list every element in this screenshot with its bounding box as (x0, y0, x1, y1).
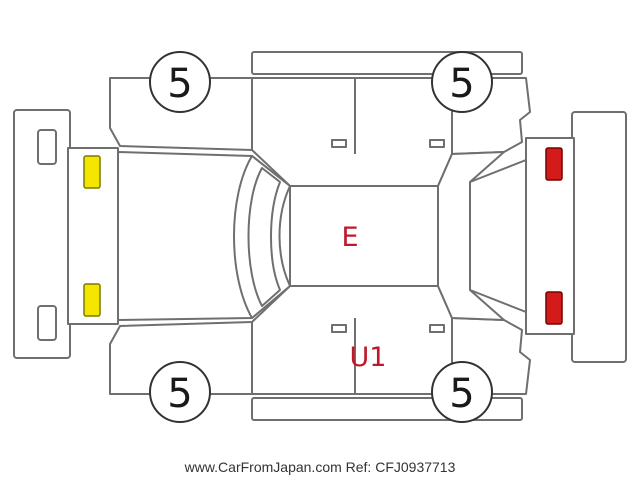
tire-front-right: 5 (149, 361, 211, 423)
roof-condition-mark: E (341, 222, 358, 253)
headlight-bottom (83, 283, 101, 317)
roof-panel (289, 185, 439, 287)
headlight-top (83, 155, 101, 189)
hood-and-glass (117, 151, 527, 321)
tire-tread-value: 5 (449, 371, 474, 417)
tire-tread-value: 5 (167, 61, 192, 107)
front-bumper (13, 109, 71, 359)
tire-rear-right: 5 (431, 361, 493, 423)
lower-side-panel (109, 285, 531, 395)
tire-front-left: 5 (149, 51, 211, 113)
taillight-bottom (545, 291, 563, 325)
lower-door-condition-mark: U1 (350, 342, 387, 373)
rear-bumper (571, 111, 627, 363)
taillight-top (545, 147, 563, 181)
source-credit: www.CarFromJapan.com Ref: CFJ0937713 (184, 459, 456, 475)
tire-tread-value: 5 (167, 371, 192, 417)
tire-tread-value: 5 (449, 61, 474, 107)
tire-rear-left: 5 (431, 51, 493, 113)
